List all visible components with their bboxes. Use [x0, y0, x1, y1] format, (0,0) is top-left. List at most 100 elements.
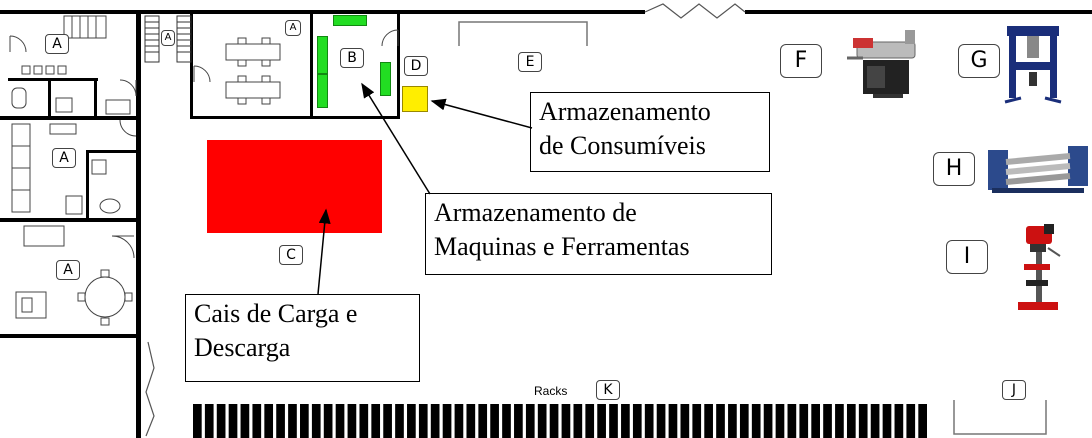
rack-bay: [442, 404, 452, 438]
rack-bay: [383, 404, 392, 438]
area-j-outline: [953, 400, 1047, 435]
label-a-bottom: A: [56, 260, 80, 280]
side-gate-zigzag: [145, 341, 155, 437]
rack-bay: [466, 404, 476, 438]
callout-consumables: Armazenamento de Consumíveis: [530, 92, 770, 172]
office-furniture: [9, 15, 137, 326]
callout-consumables-line-1: Armazenamento: [539, 97, 711, 126]
rack-bay: [799, 404, 809, 438]
racks-label: Racks: [534, 384, 568, 398]
meeting-room-furniture: [193, 37, 281, 105]
bath-wall-h: [8, 78, 98, 81]
machine-storage-shelf-top: [333, 15, 367, 26]
rack-bay: [597, 404, 606, 438]
room-a-b-divider: [310, 14, 313, 118]
rack-bay: [609, 404, 618, 438]
hydraulic-press-icon: [1004, 26, 1062, 104]
label-e: E: [518, 52, 542, 72]
rack-bay: [549, 404, 559, 438]
drill-press-icon: [1018, 224, 1061, 310]
rack-bay: [323, 404, 333, 438]
rack-bay: [882, 404, 892, 438]
rack-bay: [716, 404, 725, 438]
label-a-stairs: A: [161, 30, 175, 46]
plate-roller-icon: [988, 146, 1088, 193]
room-a-top-left: [190, 14, 193, 118]
rack-bay: [906, 404, 916, 438]
label-f: F: [780, 44, 822, 78]
rack-bay: [680, 404, 690, 438]
rack-bay: [490, 404, 499, 438]
rack-bay: [632, 404, 642, 438]
label-i: I: [946, 240, 988, 274]
rack-bay: [728, 404, 737, 438]
label-a-room: A: [285, 20, 301, 36]
rack-bay: [561, 404, 571, 438]
rack-bay: [585, 404, 595, 438]
callout-machines-line-1: Armazenamento de: [434, 198, 637, 227]
rack-bay: [656, 404, 666, 438]
label-a-mid: A: [52, 148, 76, 168]
rack-bay: [692, 404, 702, 438]
callout-loading-dock-line-1: Cais de Carga e: [194, 299, 358, 328]
rack-bay: [311, 404, 321, 438]
rack-bay: [894, 404, 904, 438]
rack-bay: [454, 404, 464, 438]
rack-bay: [704, 404, 713, 438]
rack-bay: [573, 404, 583, 438]
rack-bay: [858, 404, 868, 438]
room-b-right: [397, 14, 400, 118]
callout-machines: Armazenamento de Maquinas e Ferramentas: [425, 193, 772, 275]
rack-bay: [395, 404, 404, 438]
rack-bay: [216, 404, 226, 438]
gate-zigzag: [644, 3, 746, 19]
callout-consumables-line-2: de Consumíveis: [539, 131, 706, 160]
callout-loading-dock-line-2: Descarga: [194, 333, 291, 362]
callout-loading-dock: Cais de Carga e Descarga: [185, 294, 420, 382]
callout-machines-line-2: Maquinas e Ferramentas: [434, 232, 690, 261]
arrow-to-consumables: [430, 98, 533, 129]
rack-bay: [371, 404, 381, 438]
stairs: [144, 15, 192, 63]
rack-bay: [870, 404, 880, 438]
consumables-storage: [402, 86, 428, 112]
rack-bay: [525, 404, 535, 438]
office-right-wall: [136, 12, 141, 438]
rack-bay: [430, 404, 440, 438]
rack-bay: [502, 404, 511, 438]
rack-bay: [811, 404, 820, 438]
label-d: D: [404, 56, 428, 76]
rack-bay: [264, 404, 274, 438]
rack-bay: [514, 404, 523, 438]
machine-storage-shelf-right: [380, 62, 391, 96]
rack-bay: [739, 404, 749, 438]
rack-bay: [621, 404, 630, 438]
label-b: B: [340, 48, 364, 68]
rack-bay: [537, 404, 547, 438]
wc-wall-h: [86, 150, 138, 153]
rack-bay: [835, 404, 844, 438]
bath-wall-v: [48, 80, 51, 118]
rack-bay: [763, 404, 773, 438]
rack-bay: [204, 404, 214, 438]
rack-bay: [288, 404, 297, 438]
wc-wall-v: [86, 150, 89, 220]
band-saw-icon: [847, 30, 916, 98]
machine-storage-shelf-left-2: [317, 74, 328, 108]
rack-bay: [918, 404, 927, 438]
top-wall: [0, 10, 645, 14]
area-e-outline: [458, 21, 588, 46]
rack-bay: [240, 404, 250, 438]
label-h: H: [933, 152, 975, 186]
rack-bay: [228, 404, 238, 438]
rack-bay: [252, 404, 262, 438]
rack-bay: [418, 404, 428, 438]
label-j: J: [1002, 380, 1026, 400]
label-k: K: [596, 380, 620, 400]
rack-bay: [775, 404, 785, 438]
loading-dock-area: [207, 140, 382, 233]
rack-bay: [335, 404, 345, 438]
office-divider-2: [0, 218, 140, 222]
rack-bay: [787, 404, 797, 438]
label-g: G: [958, 44, 1000, 78]
